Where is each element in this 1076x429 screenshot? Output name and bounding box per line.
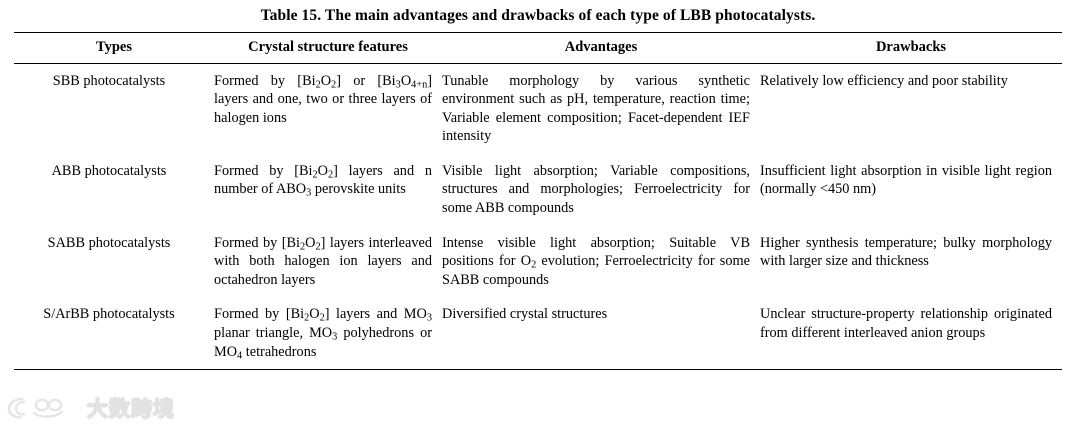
table-header-row: Types Crystal structure features Advanta…: [14, 31, 1062, 64]
data-table: Types Crystal structure features Advanta…: [14, 31, 1062, 371]
column-header-advantages: Advantages: [442, 31, 760, 64]
table-header: Types Crystal structure features Advanta…: [14, 31, 1062, 64]
cell-drawbacks: Insufficient light absorption in visible…: [760, 162, 1052, 198]
cell-advantages: Diversified crystal structures: [442, 297, 760, 371]
cell-crystal: Formed by [Bi2O2] layers and n number of…: [214, 162, 432, 199]
cell-crystal: Formed by [Bi2O2] layers and MO3 planar …: [214, 297, 442, 371]
cell-advantages: Tunable morphology by various synthetic …: [442, 72, 750, 145]
cell-crystal: Formed by [Bi2O2] layers interleaved wit…: [214, 234, 432, 288]
cell-type: SABB photocatalysts: [47, 234, 171, 251]
table-row: ABB photocatalysts Formed by [Bi2O2] lay…: [14, 154, 1062, 226]
cell-type: S/ArBB photocatalysts: [14, 297, 214, 371]
cell-type: SBB photocatalysts: [52, 72, 166, 89]
watermark: 大数跨境: [6, 393, 175, 423]
cell-advantages: Intense visible light absorption; Suitab…: [442, 234, 750, 288]
cell-drawbacks: Unclear structure-property relationship …: [760, 297, 1062, 371]
cell-type: ABB photocatalysts: [51, 162, 167, 179]
table-row: SBB photocatalysts Formed by [Bi2O2] or …: [14, 63, 1062, 154]
cell-advantages: Visible light absorption; Variable compo…: [442, 162, 750, 217]
watermark-logo-icon: [7, 397, 64, 419]
table-body: SBB photocatalysts Formed by [Bi2O2] or …: [14, 63, 1062, 371]
cell-drawbacks: Relatively low efficiency and poor stabi…: [760, 72, 1008, 89]
column-header-crystal-structure-features: Crystal structure features: [214, 31, 442, 64]
cell-drawbacks: Higher synthesis temperature; bulky morp…: [760, 234, 1052, 270]
watermark-text: 大数跨境: [87, 397, 175, 422]
table-row: S/ArBB photocatalysts Formed by [Bi2O2] …: [14, 297, 1062, 371]
column-header-drawbacks: Drawbacks: [760, 31, 1062, 64]
column-header-types: Types: [14, 31, 214, 64]
cell-crystal: Formed by [Bi2O2] or [Bi3O4+n] layers an…: [214, 72, 432, 126]
table-row: SABB photocatalysts Formed by [Bi2O2] la…: [14, 226, 1062, 298]
table-caption: Table 15. The main advantages and drawba…: [260, 7, 816, 24]
